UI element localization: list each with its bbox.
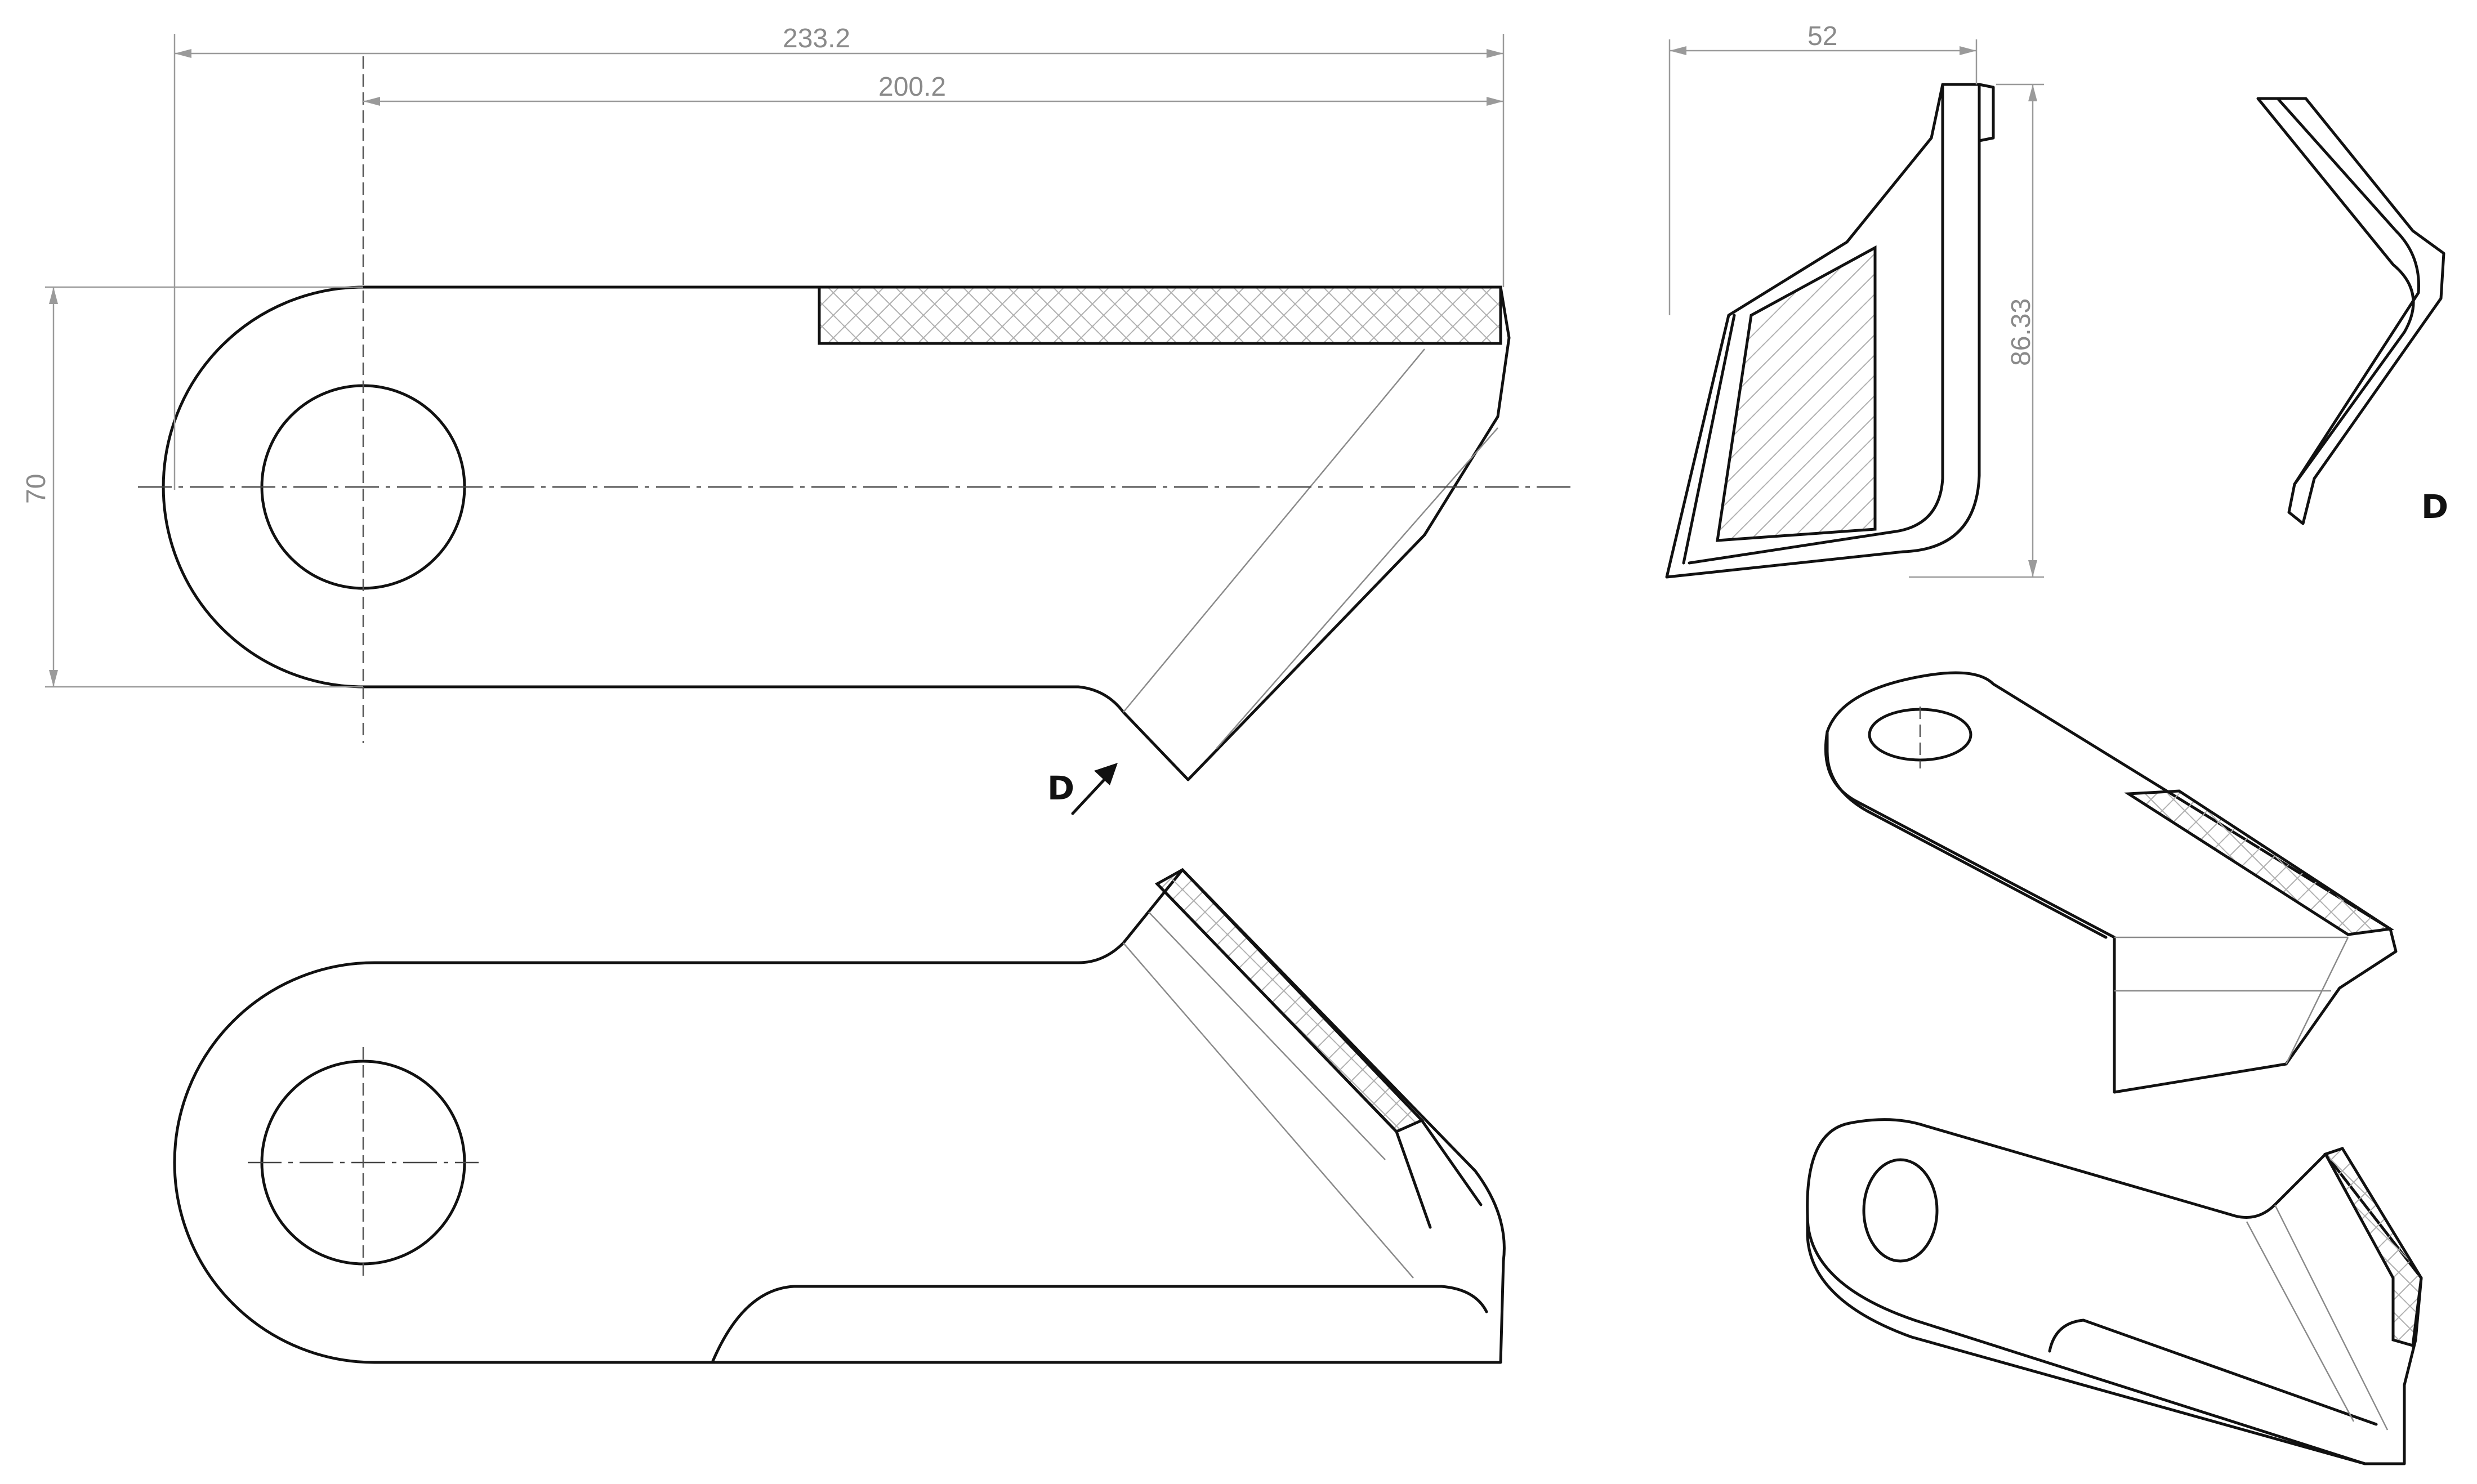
side-width-dim — [1668, 39, 1978, 315]
iso-bottom-hole — [1862, 1158, 1939, 1263]
iso-bottom-hatch — [2323, 1146, 2423, 1348]
bevel-edge-line — [1123, 348, 1425, 713]
dimension-overall-length: 233.2 — [173, 24, 1505, 490]
side-view: 52 86.33 — [1665, 21, 2044, 579]
bottom-view — [173, 868, 1506, 1364]
side-height-dim — [1909, 83, 2044, 578]
front-view-outline — [162, 285, 1511, 781]
dimension-height: 70 — [21, 286, 363, 688]
isometric-view-top — [1824, 671, 2398, 1094]
detail-view-outline — [2256, 97, 2445, 525]
dim-height: 70 — [21, 474, 51, 504]
dimension-hole-to-end: 200.2 — [363, 72, 1503, 106]
dim-side-width: 52 — [1807, 21, 1837, 51]
iso-top-hatch — [2124, 789, 2395, 936]
section-label: D — [1047, 769, 1074, 807]
section-indicator: D — [1047, 763, 1118, 815]
isometric-view-bottom — [1806, 1118, 2423, 1465]
bottom-view-outline — [173, 868, 1506, 1364]
dim-side-height: 86.33 — [2006, 298, 2036, 366]
side-view-section — [1716, 245, 1877, 542]
front-view — [138, 56, 1571, 781]
bottom-recess — [711, 1285, 1488, 1364]
dim-overall-length: 233.2 — [783, 24, 850, 53]
dim-hole-to-end: 200.2 — [878, 72, 946, 102]
iso-bottom-outline — [1806, 1118, 2423, 1465]
iso-bottom-recess — [2048, 1318, 2378, 1426]
bevel-edge-line-2 — [1216, 427, 1498, 749]
side-view-outline — [1665, 83, 1981, 579]
hatched-insert-front — [818, 285, 1502, 345]
detail-label: D — [2421, 488, 2448, 526]
blade-edge-hatch — [1154, 868, 1425, 1133]
detail-view-d: D — [2256, 97, 2448, 526]
